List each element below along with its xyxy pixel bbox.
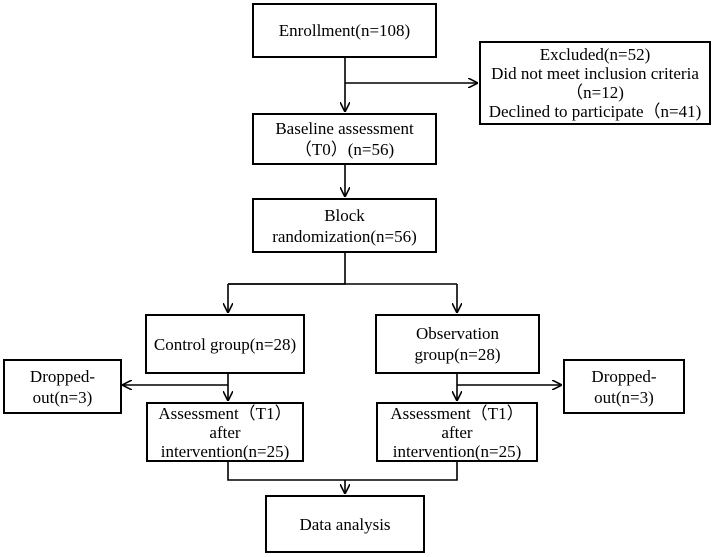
split-line [228,253,346,285]
randomization-line2: randomization(n=56) [272,226,417,246]
baseline-line1: Baseline assessment [275,119,414,138]
enrollment-box: Enrollment(n=108) [252,3,437,58]
dropped-left-line1: Dropped- [29,366,96,386]
enrollment-label: Enrollment(n=108) [278,21,411,40]
assessment-right-box: Assessment（T1） after intervention(n=25) [376,402,538,462]
excluded-declined: Declined to participate（n=41) [488,102,702,121]
assessment-right-line3: intervention(n=25) [392,441,522,461]
data-analysis-label: Data analysis [299,514,391,534]
baseline-box: Baseline assessment （T0）(n=56) [252,113,437,165]
dropped-right-line2: out(n=3) [594,387,654,407]
dropped-left-line2: out(n=3) [32,387,93,407]
control-group-box: Control group(n=28) [145,314,305,374]
assessment-left-line3: intervention(n=25) [160,441,290,461]
observation-line2: group(n=28) [414,345,501,364]
observation-line1: Observation [415,324,500,343]
data-analysis-box: Data analysis [265,495,425,553]
assessment-right-line2: after [441,422,473,442]
merge-line [227,462,458,481]
assessment-left-line1: Assessment（T1） [158,403,292,423]
excluded-title: Excluded(n=52) [539,45,651,64]
randomization-line1: Block [324,205,365,225]
excluded-criteria-count: （n=12) [566,83,624,102]
assessment-left-line2: after [209,422,241,442]
dropped-out-right-box: Dropped- out(n=3) [563,359,685,414]
observation-group-box: Observation group(n=28) [375,314,540,374]
baseline-line2: （T0）(n=56) [294,140,395,159]
randomization-box: Block randomization(n=56) [252,198,437,253]
assessment-right-line1: Assessment（T1） [390,403,524,423]
dropped-right-line1: Dropped- [591,366,657,386]
excluded-criteria: Did not meet inclusion criteria [491,64,699,83]
control-group-label: Control group(n=28) [153,334,297,354]
dropped-out-left-box: Dropped- out(n=3) [3,359,122,414]
excluded-box: Excluded(n=52) Did not meet inclusion cr… [479,41,711,125]
assessment-left-box: Assessment（T1） after intervention(n=25) [146,402,304,462]
